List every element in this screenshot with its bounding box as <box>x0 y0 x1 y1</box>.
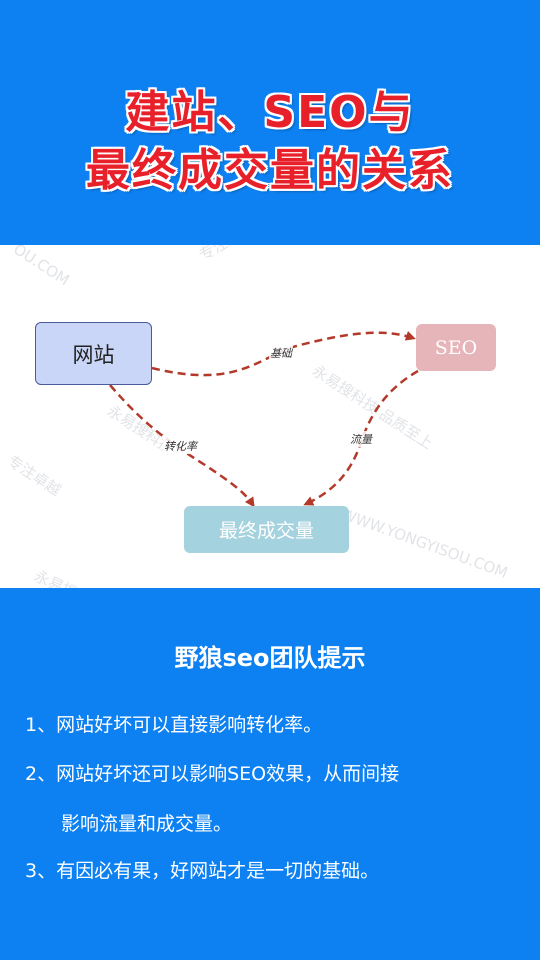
tip-item-2: 2、网站好坏还可以影响SEO效果，从而间接 <box>25 763 400 785</box>
page-title-line1: 建站、SEO与 <box>125 87 415 138</box>
tips-heading: 野狼seo团队提示 <box>174 644 366 672</box>
tip-item-1: 1、网站好坏可以直接影响转化率。 <box>25 714 323 736</box>
edge-website-to-seo <box>151 331 416 377</box>
page-title-line2: 最终成交量的关系 <box>86 145 454 196</box>
node-seo: SEO <box>416 324 496 371</box>
header-banner: 建站、SEO与 最终成交量的关系 <box>0 0 540 245</box>
relationship-diagram: OU.COM 专注建站推广 永易搜科技 品质至上 专注卓越 永易搜科技 WWW.… <box>0 245 540 588</box>
node-final-conversion: 最终成交量 <box>184 506 349 553</box>
node-website: 网站 <box>35 322 152 385</box>
tip-item-3: 3、有因必有果，好网站才是一切的基础。 <box>25 860 380 882</box>
edge-label-foundation: 基础 <box>269 345 293 361</box>
tips-section: 野狼seo团队提示 1、网站好坏可以直接影响转化率。 2、网站好坏还可以影响SE… <box>0 588 540 960</box>
tip-item-2-continued: 影响流量和成交量。 <box>61 813 233 835</box>
edge-label-conversion-rate: 转化率 <box>163 438 198 454</box>
edge-website-to-conversion <box>109 384 255 508</box>
edge-label-traffic: 流量 <box>349 431 373 447</box>
